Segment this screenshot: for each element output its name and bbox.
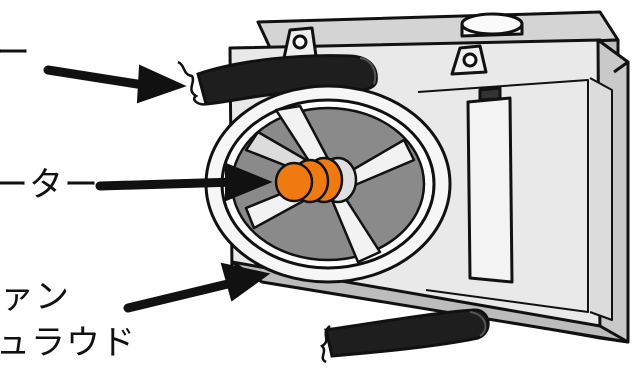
lower-hose (322, 310, 488, 362)
arrow-to-hose (48, 66, 184, 102)
fan-motor (276, 158, 356, 202)
label-shroud-line1: ァン (0, 280, 70, 314)
arrow-to-shroud (128, 264, 268, 308)
label-fan-motor: ーター (0, 168, 99, 202)
label-shroud-line2: ュラウド (0, 326, 136, 360)
label-hose: ー (0, 36, 31, 70)
